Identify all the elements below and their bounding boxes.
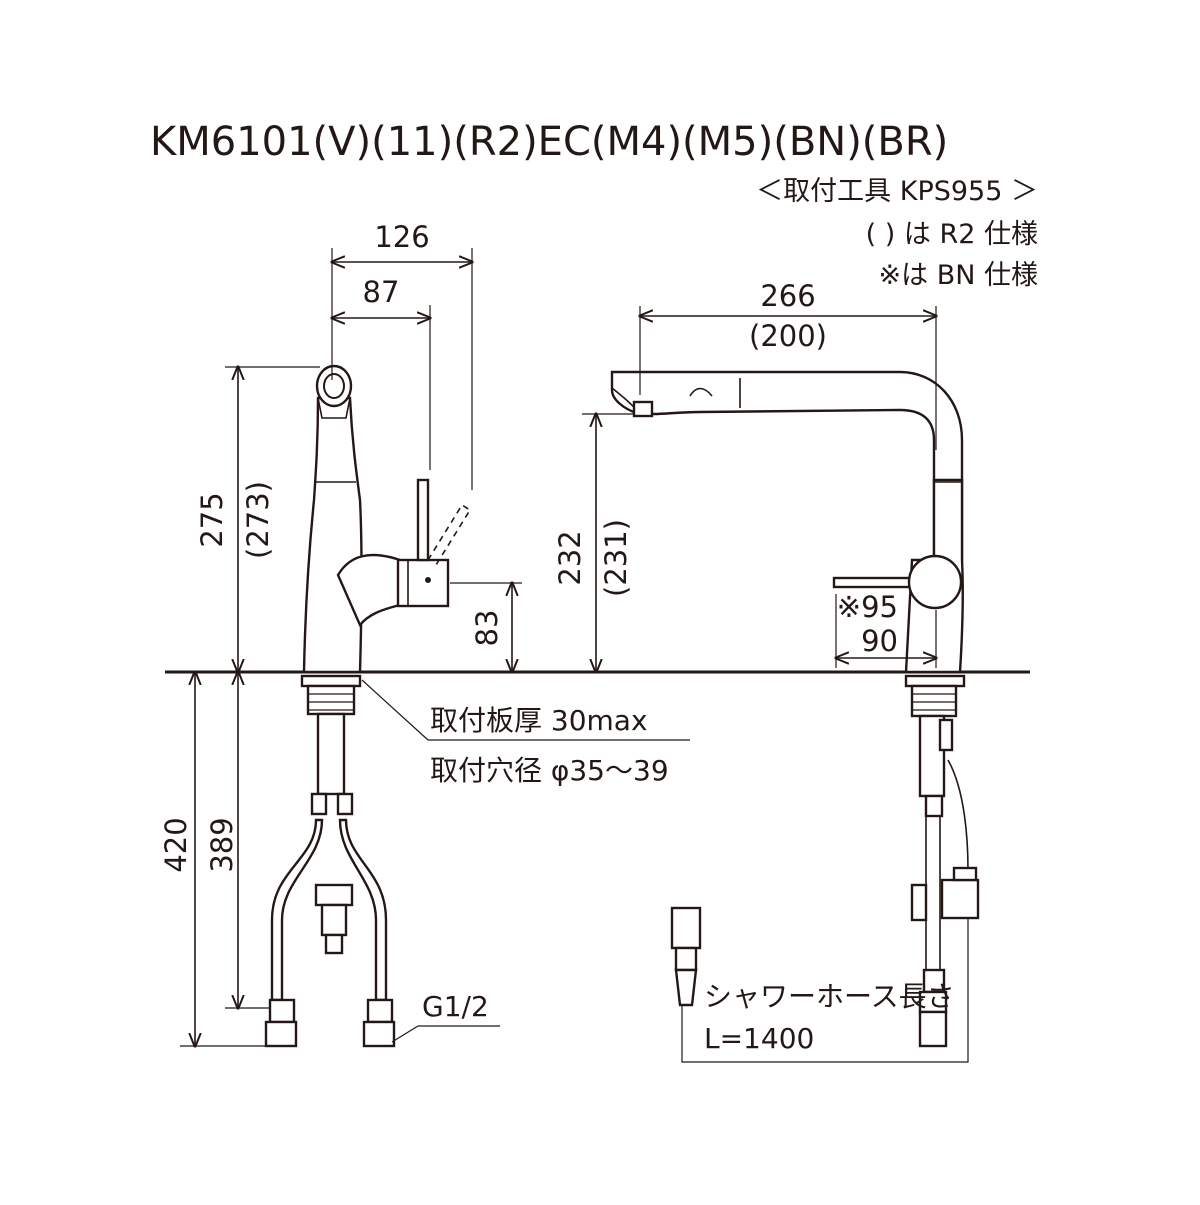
side-view-dimensions (582, 306, 936, 672)
dim-126: 126 (374, 220, 429, 254)
dim-231: (231) (599, 519, 633, 597)
dim-389: 389 (205, 817, 239, 872)
front-view-faucet (264, 364, 472, 1048)
dim-273: (273) (241, 481, 275, 559)
plate-thickness-label: 取付板厚 30max (430, 704, 648, 737)
model-title: KM6101(V)(11)(R2)EC(M4)(M5)(BN)(BR) (150, 119, 948, 165)
callout-leaders (361, 679, 690, 1043)
hole-diameter-label: 取付穴径 φ35～39 (430, 754, 669, 787)
dim-87: 87 (363, 275, 400, 309)
dim-275: 275 (195, 492, 229, 547)
mounting-tool-note: ＜取付工具 KPS955 ＞ (756, 176, 1038, 207)
front-view-dimensions (180, 248, 522, 1046)
dim-95-bn: ※95 (837, 590, 898, 624)
dim-420: 420 (159, 817, 193, 872)
thread-label: G1/2 (422, 990, 489, 1023)
side-view-faucet (610, 370, 980, 1063)
asterisk-spec-note: ※は BN 仕様 (878, 260, 1038, 291)
dim-90: 90 (861, 624, 898, 658)
dim-266: 266 (760, 279, 815, 313)
dim-232: 232 (553, 530, 587, 585)
paren-spec-note: ( ) は R2 仕様 (866, 219, 1038, 250)
dim-200: (200) (749, 319, 827, 353)
dim-83: 83 (470, 610, 504, 647)
shower-hose-label: シャワーホース長さ (704, 980, 955, 1013)
hose-length-label: L=1400 (704, 1022, 814, 1055)
